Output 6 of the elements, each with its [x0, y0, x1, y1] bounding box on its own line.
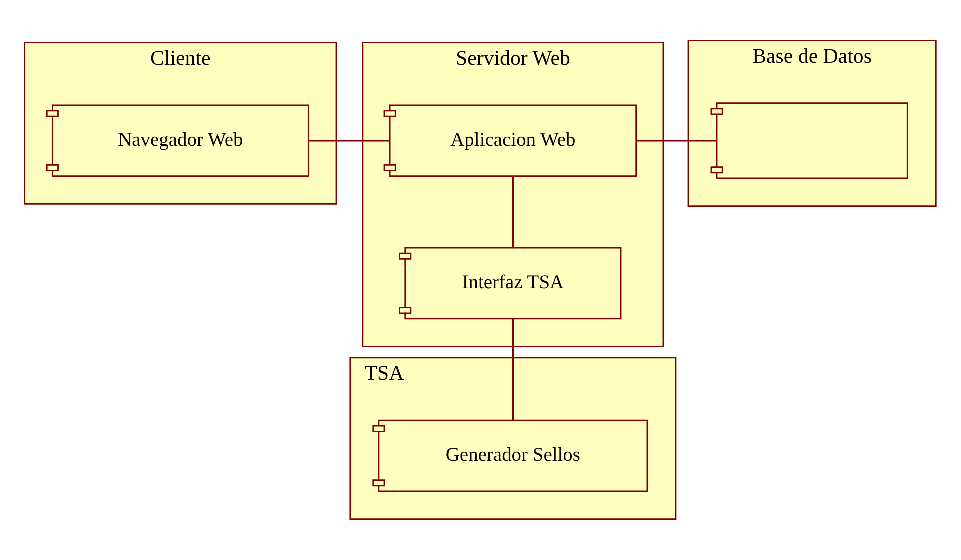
- connector: [512, 319, 514, 420]
- connector: [309, 140, 390, 142]
- cluster: Base de Datos: [688, 40, 937, 207]
- connector: [512, 176, 514, 248]
- node-box: [710, 102, 908, 180]
- connector: [636, 140, 717, 142]
